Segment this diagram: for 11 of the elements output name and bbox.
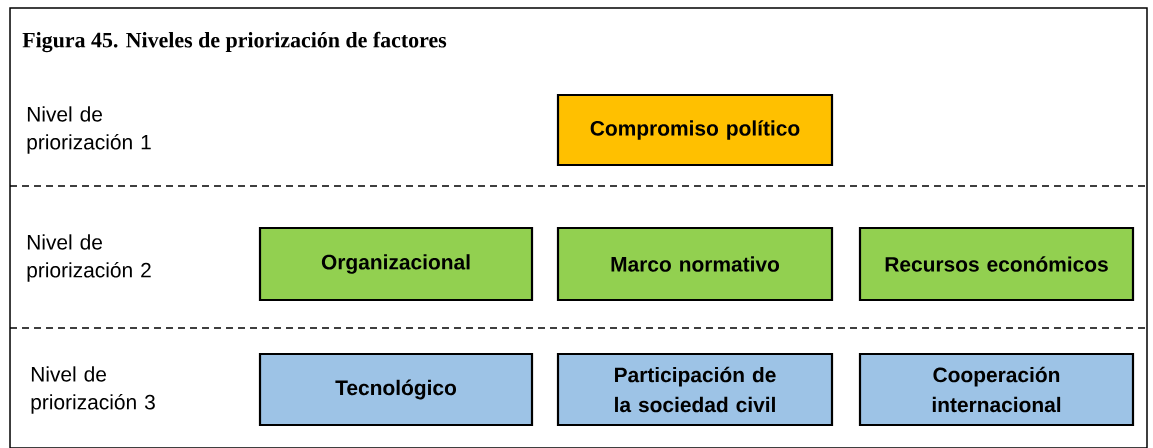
factor-box: Participación de la sociedad civil <box>556 352 834 427</box>
figure-title: Figura 45. Niveles de priorización de factores <box>22 31 447 53</box>
factor-box: Tecnológico <box>258 352 534 427</box>
level-label: Nivel de priorización 3 <box>31 366 155 414</box>
level-label: Nivel de priorización 1 <box>27 106 151 154</box>
level-label: Nivel de priorización 2 <box>27 234 151 282</box>
factor-box: Marco normativo <box>556 226 834 302</box>
factor-box: Compromiso político <box>556 93 834 167</box>
factor-box: Recursos económicos <box>858 226 1135 302</box>
factor-box: Organizacional <box>258 226 534 302</box>
factor-box: Cooperación internacional <box>858 352 1135 427</box>
